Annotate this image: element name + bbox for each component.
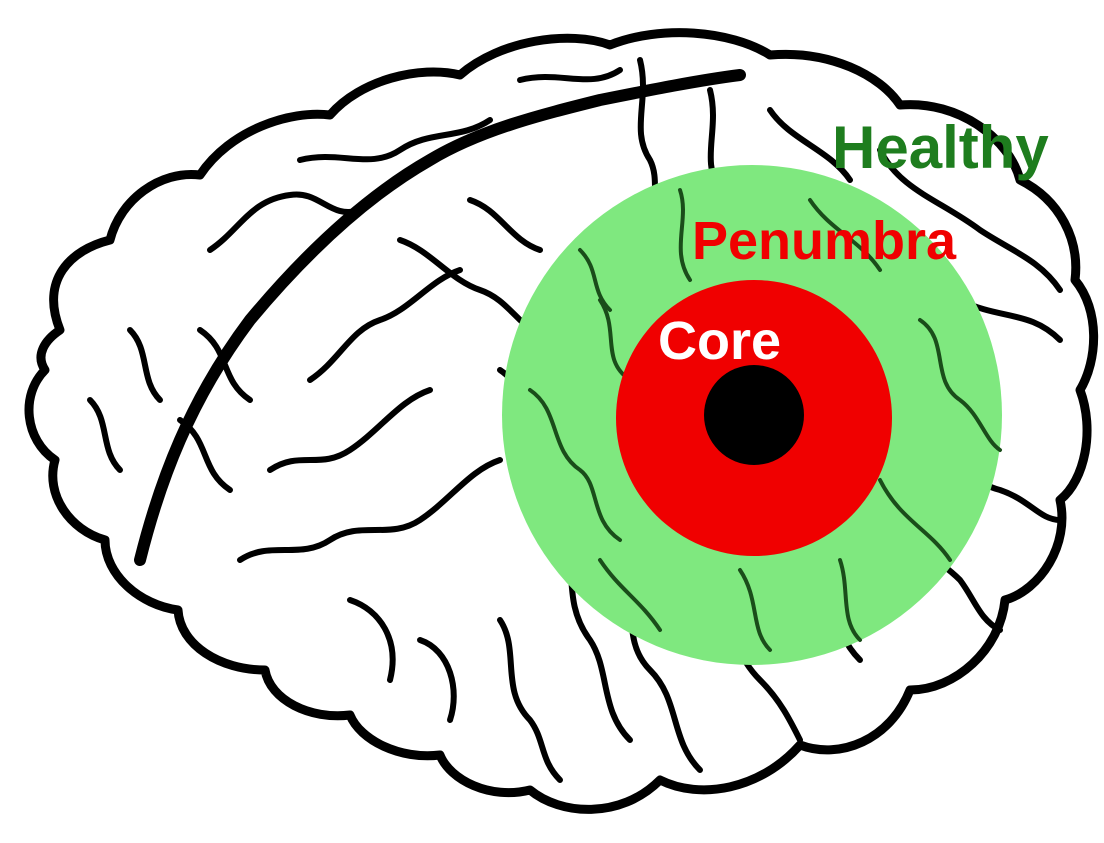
penumbra-label: Penumbra <box>692 214 956 268</box>
healthy-label: Healthy <box>832 118 1049 178</box>
infarct-center <box>704 365 804 465</box>
core-label: Core <box>658 314 781 368</box>
